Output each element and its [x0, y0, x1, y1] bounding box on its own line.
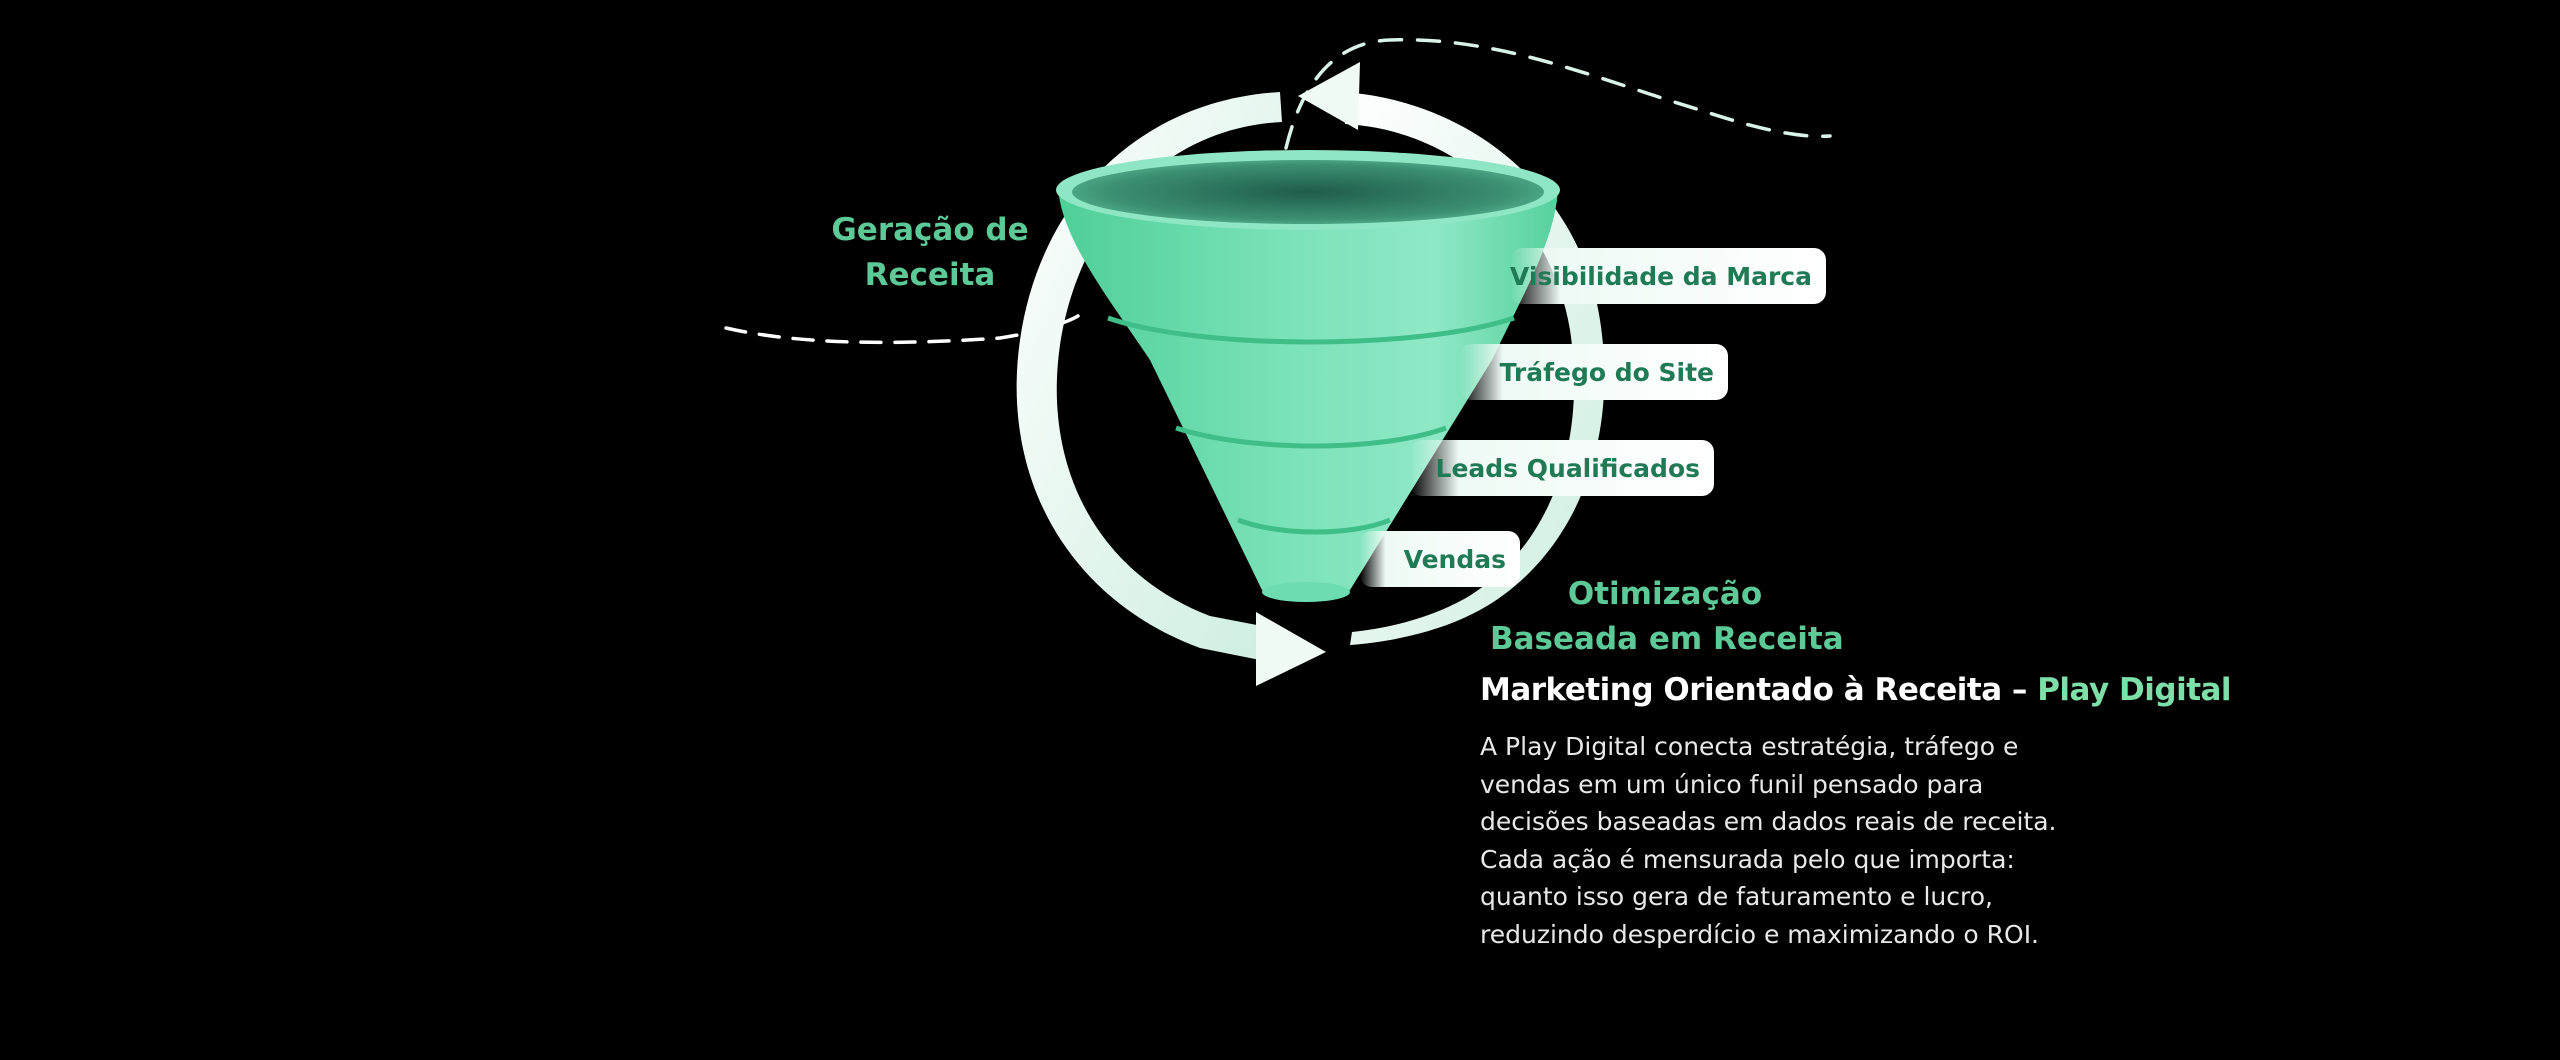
cycle-label-line: Baseada em Receita: [1490, 621, 1844, 657]
funnel-ring-2: [1175, 425, 1447, 449]
description-line: vendas em um único funil pensado para: [1480, 769, 1984, 799]
funnel-stage-visibilidade: Visibilidade da Marca: [1510, 248, 1826, 304]
cycle-label-line: Receita: [864, 257, 996, 293]
headline-brand: Play Digital: [2037, 672, 2232, 708]
funnel-stage-trafego: Tráfego do Site: [1460, 344, 1728, 400]
cycle-label-otimizacao: Otimização Baseada em Receita: [1490, 572, 1844, 662]
headline: Marketing Orientado à Receita – Play Dig…: [1480, 672, 2232, 708]
cycle-label-line: Otimização: [1567, 576, 1763, 612]
description-line: decisões baseadas em dados reais de rece…: [1480, 807, 2057, 836]
headline-main: Marketing Orientado à Receita –: [1480, 672, 2038, 708]
funnel-stage-leads: Leads Qualificados: [1410, 440, 1714, 496]
description-line: quanto isso gera de faturamento e lucro,: [1480, 882, 1993, 911]
description-line: A Play Digital conecta estratégia, tráfe…: [1480, 732, 2019, 761]
cycle-label-line: Geração de: [831, 212, 1029, 248]
funnel-mouth: [1072, 160, 1544, 224]
cycle-arrowhead-bottom: [1256, 612, 1326, 686]
funnel-tip: [1262, 582, 1350, 602]
funnel-stage-label: Visibilidade da Marca: [1509, 261, 1812, 291]
funnel-stage-vendas: Vendas: [1360, 531, 1520, 587]
description-paragraph: A Play Digital conecta estratégia, tráfe…: [1480, 728, 2100, 953]
funnel-ring-1: [1107, 315, 1515, 345]
funnel-stage-label: Tráfego do Site: [1499, 357, 1714, 387]
funnel-stage-label: Leads Qualificados: [1435, 453, 1700, 483]
funnel-stage-label: Vendas: [1403, 544, 1506, 574]
funnel-ring-3: [1237, 517, 1391, 535]
cycle-label-geracao: Geração de Receita: [810, 208, 1050, 298]
cycle-arrowhead-top: [1298, 62, 1360, 130]
description-line: Cada ação é mensurada pelo que importa:: [1480, 844, 2015, 874]
description-line: reduzindo desperdício e maximizando o RO…: [1480, 919, 2040, 949]
funnel-body: [1058, 188, 1558, 601]
dashed-path-top: [1284, 38, 1832, 150]
